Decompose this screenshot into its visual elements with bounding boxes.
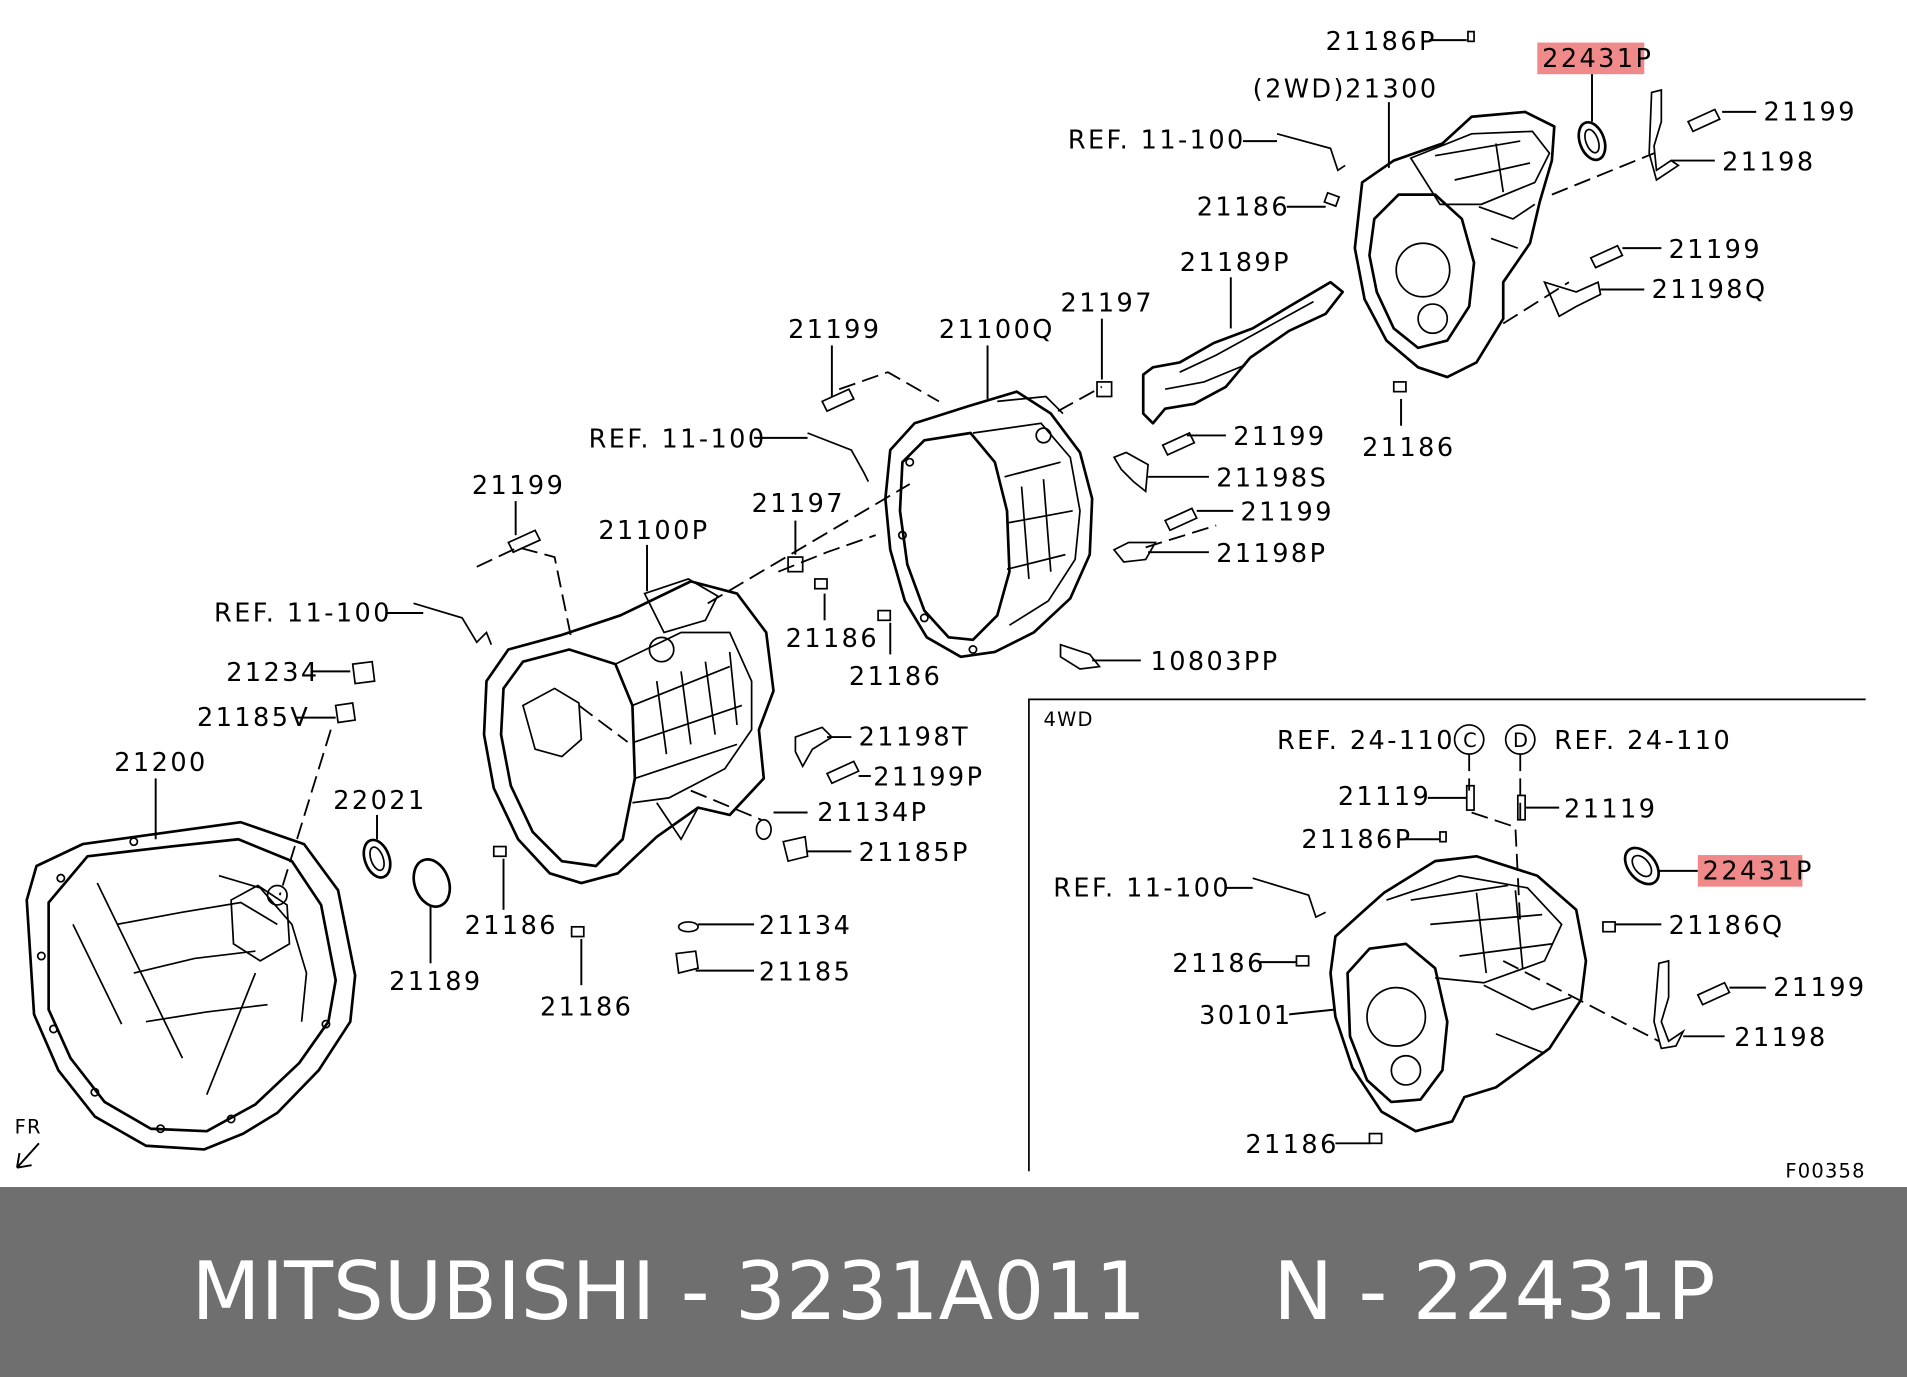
- label-21199-c: 21199: [788, 315, 881, 345]
- label-21234: 21234: [226, 658, 319, 688]
- label-21189: 21189: [389, 967, 482, 997]
- label-21199-a: 21199: [1763, 97, 1856, 127]
- label-21186-e: 21186: [465, 911, 558, 941]
- label-21134: 21134: [759, 911, 852, 941]
- label-21198S: 21198S: [1216, 464, 1328, 494]
- label-22431P-top: 22431P: [1542, 44, 1653, 74]
- bracket-icons: [413, 88, 1686, 1050]
- label-21186-b: 21186: [1362, 433, 1455, 463]
- transfer-adapter-30101: [1329, 854, 1588, 1133]
- label-21200: 21200: [114, 748, 207, 778]
- label-21186-g: 21186: [1172, 949, 1265, 979]
- label-21100Q: 21100Q: [939, 315, 1055, 345]
- label-21199-f: 21199: [1241, 498, 1334, 528]
- label-ref-24-110-c: REF. 24-110: [1277, 726, 1455, 756]
- part-labels: 21186P 22431P (2WD) 21300 21199 REF. 11-…: [15, 27, 1866, 1183]
- label-21119-a: 21119: [1338, 782, 1431, 812]
- label-circle-c: C: [1463, 729, 1478, 752]
- label-21198P: 21198P: [1216, 539, 1327, 569]
- label-21186-h: 21186: [1245, 1130, 1338, 1160]
- part-number-banner: MITSUBISHI - 3231A011 N - 22431P: [0, 1187, 1907, 1377]
- bolt-icons: [334, 108, 1731, 1006]
- label-fr: FR: [15, 1116, 42, 1139]
- label-21100P: 21100P: [598, 516, 709, 546]
- label-2wd: (2WD): [1253, 74, 1346, 104]
- ref-marker-c-circle: [1453, 724, 1485, 755]
- bell-housing-21200: [25, 820, 357, 1151]
- label-21300: 21300: [1345, 74, 1438, 104]
- oil-seal-22021: [362, 838, 392, 879]
- plate-21189: [412, 858, 452, 908]
- assembly-dash-lines: [278, 152, 1660, 1042]
- label-21186P-top: 21186P: [1326, 27, 1437, 57]
- label-21198Q: 21198Q: [1652, 275, 1768, 305]
- label-22431P-4wd: 22431P: [1703, 856, 1814, 886]
- label-21185: 21185: [759, 957, 852, 987]
- 4wd-inset-frame: [1028, 698, 1866, 1172]
- label-ref-11-100-b: REF. 11-100: [589, 425, 767, 455]
- label-21199-g: 21199: [1773, 973, 1866, 1003]
- part-number-caption: MITSUBISHI - 3231A011 N - 22431P: [191, 1245, 1716, 1338]
- label-21199-e: 21199: [472, 471, 565, 501]
- label-30101: 30101: [1199, 1001, 1292, 1031]
- oil-seal-22431P-top: [1577, 120, 1607, 162]
- oil-seal-22431P-4wd: [1623, 846, 1660, 886]
- label-21197-b: 21197: [752, 489, 845, 519]
- label-21197-a: 21197: [1061, 288, 1154, 318]
- label-21186-d: 21186: [849, 662, 942, 692]
- label-21186-f: 21186: [540, 993, 633, 1023]
- label-21199-b: 21199: [1669, 235, 1762, 265]
- label-21189P: 21189P: [1180, 248, 1291, 278]
- label-22021: 22021: [333, 786, 426, 816]
- highlight-22431P-top: [1537, 42, 1645, 75]
- label-21199P: 21199P: [873, 763, 984, 793]
- label-21198-a: 21198: [1722, 147, 1815, 177]
- label-f00358: F00358: [1785, 1159, 1865, 1182]
- label-21134P: 21134P: [817, 798, 928, 828]
- label-ref-24-110-d: REF. 24-110: [1554, 726, 1732, 756]
- adapter-housing-21100Q: [884, 390, 1094, 659]
- label-10803PP: 10803PP: [1151, 647, 1280, 677]
- transmission-case-21100P: [482, 578, 775, 885]
- label-circle-d: D: [1513, 729, 1529, 752]
- label-21186Q: 21186Q: [1669, 911, 1785, 941]
- ref-marker-d-circle: [1504, 724, 1536, 755]
- label-21198T: 21198T: [859, 723, 970, 753]
- label-21119-b: 21119: [1564, 794, 1657, 824]
- bracket-21189P: [1141, 280, 1345, 425]
- label-21186-a: 21186: [1197, 192, 1290, 222]
- label-21186-c: 21186: [786, 624, 879, 654]
- label-ref-11-100-c: REF. 11-100: [214, 599, 392, 629]
- exploded-parts-diagram: 21186P 22431P (2WD) 21300 21199 REF. 11-…: [15, 27, 1866, 1183]
- highlight-22431P-4wd: [1697, 855, 1803, 887]
- label-ref-11-100-a: REF. 11-100: [1068, 125, 1246, 155]
- label-21186P-4wd: 21186P: [1301, 825, 1412, 855]
- label-4wd: 4WD: [1043, 708, 1093, 731]
- label-21199-d: 21199: [1233, 422, 1326, 452]
- label-21185V: 21185V: [197, 703, 310, 733]
- label-ref-11-100-d: REF. 11-100: [1053, 873, 1231, 903]
- label-21198-b: 21198: [1734, 1023, 1827, 1053]
- extension-housing-21300: [1353, 110, 1556, 379]
- leader-lines: [16, 39, 1766, 1169]
- label-21185P: 21185P: [859, 838, 970, 868]
